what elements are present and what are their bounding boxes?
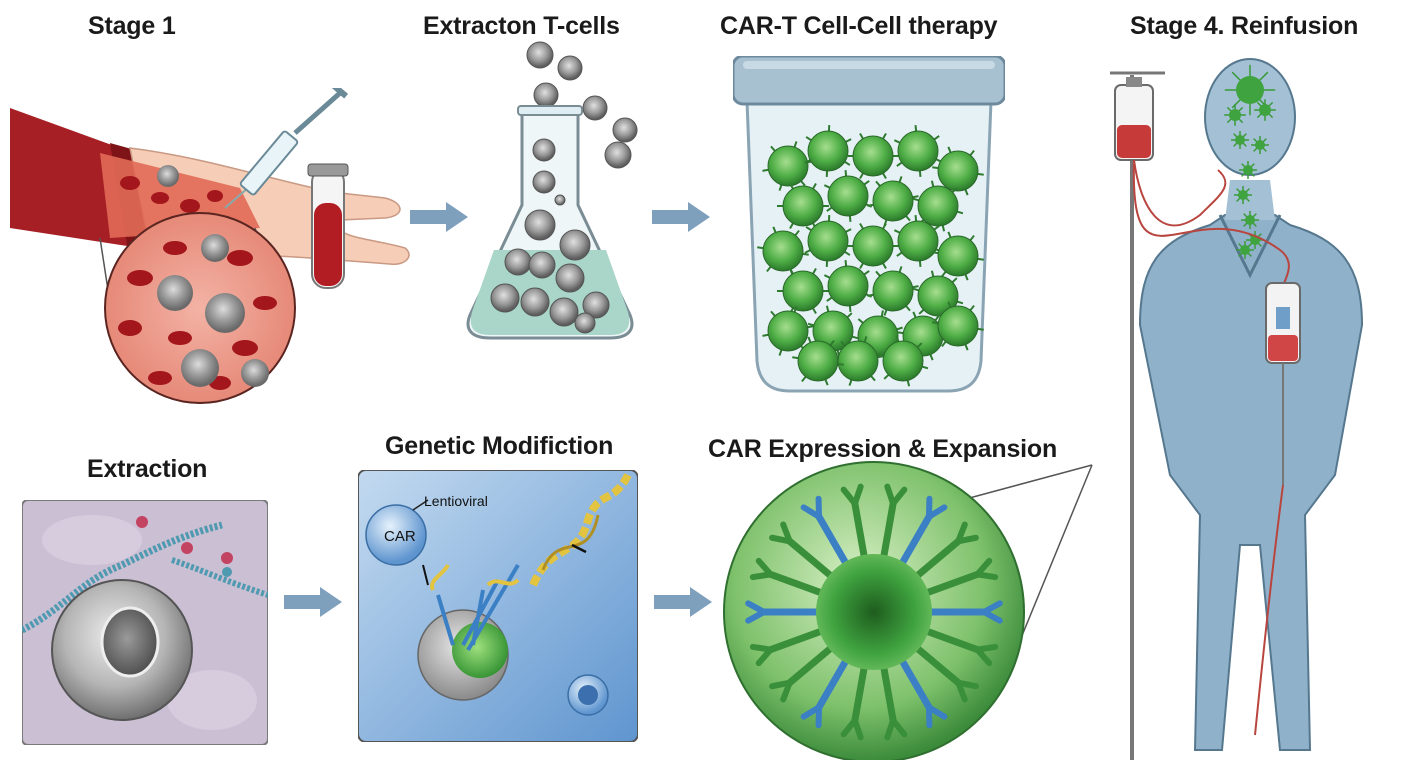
patient-figure xyxy=(1138,58,1364,751)
cart-cell xyxy=(872,180,914,222)
genetic-modification-panel: Lentioviral CAR xyxy=(358,470,638,742)
cart-cell xyxy=(1240,245,1250,255)
cell-spike xyxy=(851,500,868,562)
cart-cell xyxy=(1238,190,1248,200)
cell-spike xyxy=(922,570,981,597)
cart-cell xyxy=(917,185,959,227)
cart-cell xyxy=(1243,165,1253,175)
cell-extraction-panel xyxy=(22,500,268,745)
cart-cell xyxy=(782,270,824,312)
red-blood-cell xyxy=(180,199,200,213)
cart-cell xyxy=(827,175,869,217)
cart-cell xyxy=(797,340,839,382)
cart-cell xyxy=(872,270,914,312)
test-tube xyxy=(307,163,349,289)
cell-spike xyxy=(767,627,826,654)
car-receptor xyxy=(815,513,850,568)
cart-cell xyxy=(837,340,879,382)
cart-cell xyxy=(897,130,939,172)
cell-spike xyxy=(912,537,962,581)
blood-draw-illustration xyxy=(10,88,410,418)
cart-cell xyxy=(897,220,939,262)
car-expression-panel xyxy=(722,460,1102,760)
car-receptor xyxy=(815,656,850,711)
cell-spike xyxy=(922,627,981,654)
cart-cell xyxy=(1236,76,1264,104)
cell-spike xyxy=(786,643,836,687)
car-expansion-title: CAR Expression & Expansion xyxy=(708,435,1058,463)
cart-cell xyxy=(767,310,809,352)
cell-spike xyxy=(912,643,962,687)
stage-1-title: Stage 1 xyxy=(88,12,176,40)
cart-cell xyxy=(937,150,979,192)
red-blood-cell xyxy=(120,176,140,190)
iv-drip-chamber xyxy=(1265,282,1301,364)
syringe xyxy=(224,88,349,209)
cart-cell xyxy=(1229,109,1241,121)
cart-cell xyxy=(767,145,809,187)
cart-cell xyxy=(1245,215,1255,225)
cart-therapy-title: CAR-T Cell-Cell therapy xyxy=(720,12,998,40)
cell-spike xyxy=(851,662,868,724)
cart-jar-illustration xyxy=(733,56,1005,396)
cart-cell xyxy=(937,235,979,277)
arrow-right xyxy=(282,585,344,624)
iv-bag xyxy=(1114,77,1154,161)
arrow-right xyxy=(650,200,712,239)
car-receptor xyxy=(898,513,933,568)
cell-spike xyxy=(880,500,897,562)
arrow-right xyxy=(408,200,470,239)
reinfusion-title: Stage 4. Reinfusion xyxy=(1130,12,1359,40)
car-bubble-label: CAR xyxy=(384,528,416,545)
cart-cell xyxy=(852,225,894,267)
cart-cell xyxy=(1235,135,1245,145)
cart-cell xyxy=(1259,104,1271,116)
extraction-title: Extraction xyxy=(87,455,208,483)
blood-magnified-view xyxy=(104,212,296,404)
red-blood-cell xyxy=(207,190,223,202)
arrow-right xyxy=(652,585,714,624)
cart-cell xyxy=(852,135,894,177)
cart-cell xyxy=(1255,140,1265,150)
cart-cell xyxy=(807,220,849,262)
cart-cell xyxy=(782,185,824,227)
red-blood-cell xyxy=(151,192,169,204)
extraction-tcells-title: Extracton T-cells xyxy=(423,12,620,40)
cart-cell xyxy=(937,305,979,347)
genetic-modification-title: Genetic Modifiction xyxy=(385,432,614,460)
cart-cell xyxy=(882,340,924,382)
car-receptor xyxy=(898,656,933,711)
reinfusion-illustration xyxy=(1100,45,1400,765)
cell-spike xyxy=(880,662,897,724)
lentiviral-label: Lentioviral xyxy=(424,493,488,509)
cart-cell xyxy=(827,265,869,307)
cell-spike xyxy=(786,537,836,581)
cart-cell xyxy=(807,130,849,172)
cart-cell xyxy=(762,230,804,272)
t-cell xyxy=(157,165,179,187)
flask-illustration xyxy=(460,40,650,345)
cell-spike xyxy=(767,570,826,597)
